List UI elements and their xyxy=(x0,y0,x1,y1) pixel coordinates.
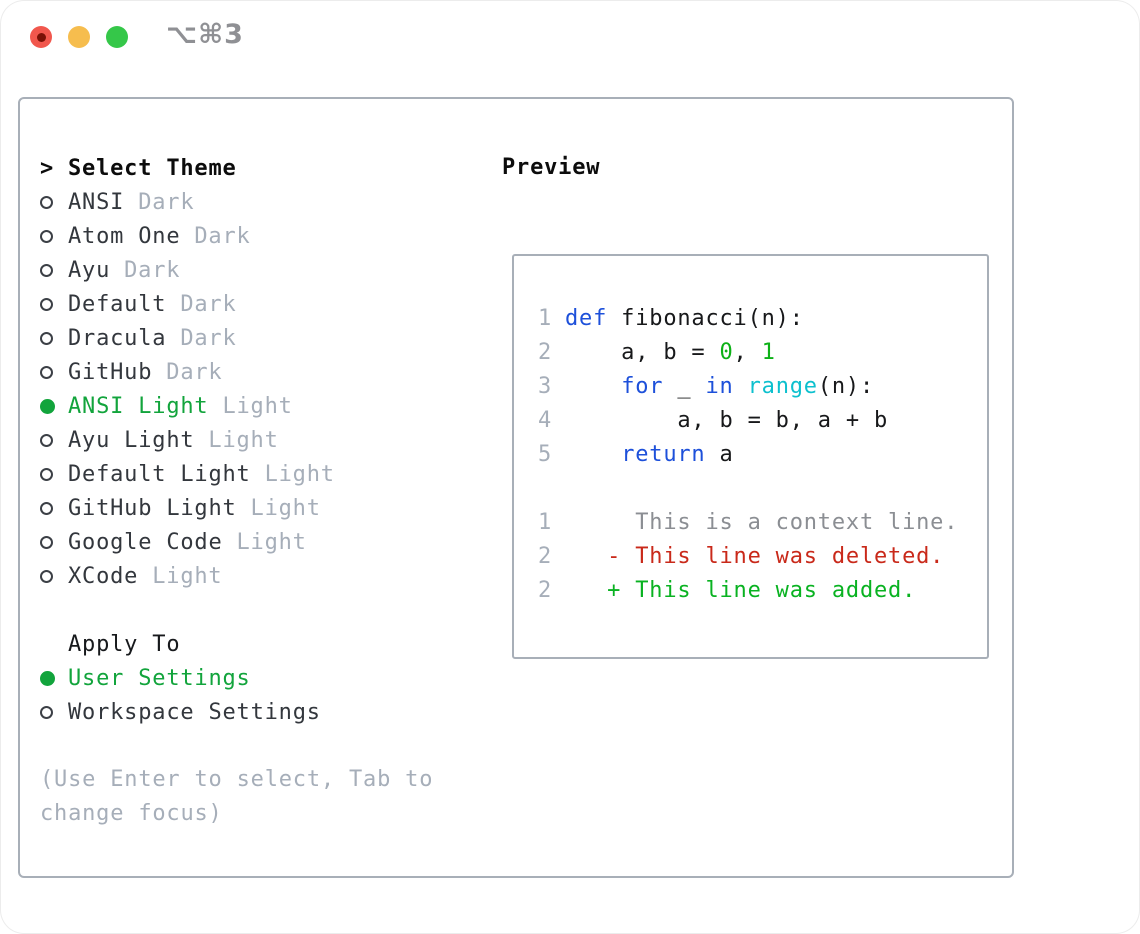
spacer xyxy=(40,593,484,627)
code-line xyxy=(538,476,987,510)
apply-option-label: User Settings xyxy=(68,665,251,691)
prompt-icon: > xyxy=(40,155,55,181)
zoom-button[interactable] xyxy=(106,26,128,48)
radio-icon xyxy=(40,535,53,549)
theme-option[interactable]: GitHub Light Light xyxy=(40,491,484,525)
radio-icon xyxy=(40,195,53,209)
code-line: 3 for _ in range(n): xyxy=(538,374,987,408)
hint-text: (Use Enter to select, Tab to change focu… xyxy=(40,767,434,826)
radio-selected-icon xyxy=(40,398,55,414)
theme-list-title: Select Theme xyxy=(68,155,237,181)
theme-variant-badge: Dark xyxy=(124,257,181,283)
theme-option[interactable]: Default Light Light xyxy=(40,457,484,491)
line-number: 2 xyxy=(538,340,553,365)
theme-variant-badge: Dark xyxy=(180,291,237,317)
theme-option[interactable]: Google Code Light xyxy=(40,525,484,559)
theme-name: Ayu xyxy=(68,257,111,283)
edited-indicator-icon xyxy=(36,32,46,42)
theme-option[interactable]: Atom One Dark xyxy=(40,219,484,253)
apply-option-label: Workspace Settings xyxy=(68,699,321,725)
close-button[interactable] xyxy=(30,26,52,48)
radio-icon xyxy=(40,433,53,447)
theme-list-header: > Select Theme xyxy=(40,151,484,185)
line-number: 3 xyxy=(538,374,553,399)
theme-variant-badge: Dark xyxy=(180,325,237,351)
code-line: 1 This is a context line. xyxy=(538,510,987,544)
radio-icon xyxy=(40,229,53,243)
theme-variant-badge: Light xyxy=(152,563,223,589)
theme-name: Atom One xyxy=(68,223,181,249)
theme-option[interactable]: GitHub Dark xyxy=(40,355,484,389)
theme-variant-badge: Light xyxy=(236,529,307,555)
theme-option[interactable]: Ayu Dark xyxy=(40,253,484,287)
theme-name: Default Light xyxy=(68,461,251,487)
theme-variant-badge: Light xyxy=(208,427,279,453)
apply-option[interactable]: Workspace Settings xyxy=(40,695,484,729)
line-number: 2 xyxy=(538,544,553,569)
theme-variant-badge: Dark xyxy=(138,189,195,215)
theme-option[interactable]: ANSI Light Light xyxy=(40,389,484,423)
theme-option[interactable]: ANSI Dark xyxy=(40,185,484,219)
theme-name: GitHub Light xyxy=(68,495,237,521)
theme-name: ANSI Light xyxy=(68,393,209,419)
line-number: 1 xyxy=(538,510,553,535)
line-number: 5 xyxy=(538,442,553,467)
line-number: 4 xyxy=(538,408,553,433)
theme-name: Google Code xyxy=(68,529,223,555)
line-number: 2 xyxy=(538,578,553,603)
code-line: 2 - This line was deleted. xyxy=(538,544,987,578)
theme-name: ANSI xyxy=(68,189,125,215)
line-number xyxy=(538,476,552,510)
theme-name: Default xyxy=(68,291,167,317)
theme-variant-badge: Light xyxy=(222,393,293,419)
radio-icon xyxy=(40,501,53,515)
theme-variant-badge: Light xyxy=(250,495,321,521)
theme-option[interactable]: Dracula Dark xyxy=(40,321,484,355)
code-line: 2 + This line was added. xyxy=(538,578,987,612)
radio-icon xyxy=(40,331,53,345)
titlebar: ⌥⌘3 xyxy=(0,0,1140,75)
theme-name: Dracula xyxy=(68,325,167,351)
theme-option[interactable]: Default Dark xyxy=(40,287,484,321)
theme-variant-badge: Light xyxy=(264,461,335,487)
theme-variant-badge: Dark xyxy=(194,223,251,249)
theme-option[interactable]: XCode Light xyxy=(40,559,484,593)
apply-to-header: Apply To xyxy=(68,631,181,657)
radio-icon xyxy=(40,467,53,481)
line-number: 1 xyxy=(538,306,553,331)
apply-option[interactable]: User Settings xyxy=(40,661,484,695)
theme-variant-badge: Dark xyxy=(166,359,223,385)
radio-icon xyxy=(40,569,53,583)
radio-selected-icon xyxy=(40,670,55,686)
radio-icon xyxy=(40,705,53,719)
window-shortcut-label: ⌥⌘3 xyxy=(166,19,244,50)
code-line: 4 a, b = b, a + b xyxy=(538,408,987,442)
theme-name: XCode xyxy=(68,563,139,589)
radio-icon xyxy=(40,263,53,277)
theme-name: GitHub xyxy=(68,359,153,385)
minimize-button[interactable] xyxy=(68,26,90,48)
radio-icon xyxy=(40,365,53,379)
code-line: 2 a, b = 0, 1 xyxy=(538,340,987,374)
theme-option[interactable]: Ayu Light Light xyxy=(40,423,484,457)
radio-icon xyxy=(40,297,53,311)
theme-name: Ayu Light xyxy=(68,427,195,453)
preview-title: Preview xyxy=(502,155,601,180)
code-line: 5 return a xyxy=(538,442,987,476)
